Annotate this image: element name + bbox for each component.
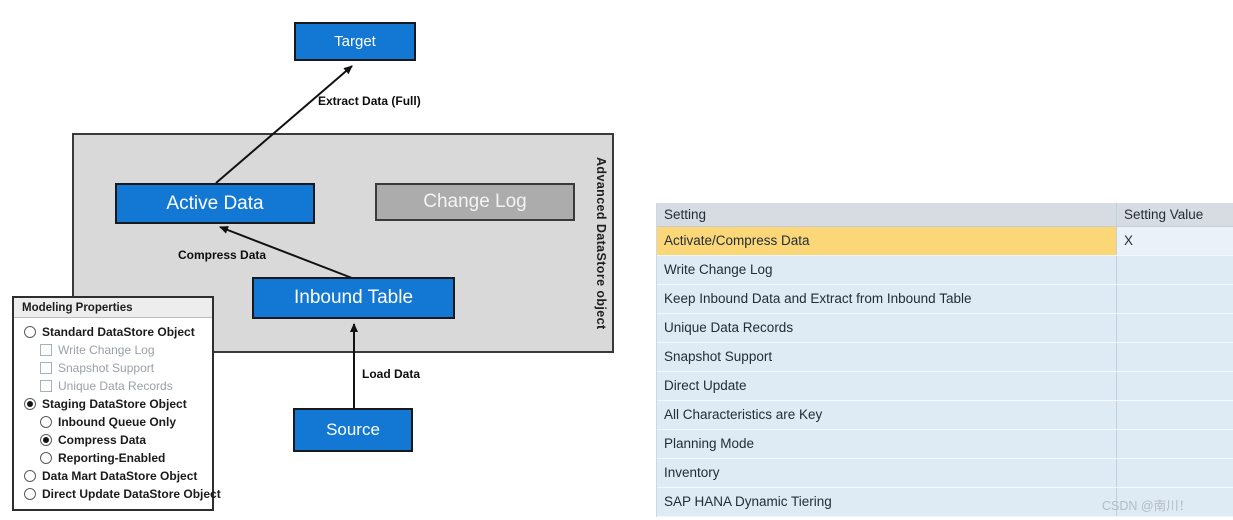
option-label: Snapshot Support — [58, 361, 155, 375]
table-row[interactable]: All Characteristics are Key — [657, 401, 1233, 430]
setting-value-cell[interactable] — [1116, 285, 1233, 313]
setting-cell[interactable]: Direct Update — [664, 378, 747, 393]
radio-unchecked[interactable] — [24, 488, 36, 500]
edge-label-load-data: Load Data — [362, 367, 421, 381]
table-row[interactable]: Direct Update — [657, 372, 1233, 401]
setting-cell[interactable]: Unique Data Records — [664, 320, 794, 335]
node-change-log: Change Log — [375, 183, 575, 221]
setting-value-cell[interactable]: X — [1116, 227, 1233, 255]
modeling-property-option[interactable]: Direct Update DataStore Object — [20, 485, 221, 503]
option-label: Standard DataStore Object — [42, 325, 195, 339]
radio-checked[interactable] — [40, 434, 52, 446]
setting-value-cell[interactable] — [1116, 401, 1233, 429]
checkbox-unchecked[interactable] — [40, 344, 52, 356]
table-row[interactable]: Keep Inbound Data and Extract from Inbou… — [657, 285, 1233, 314]
radio-unchecked[interactable] — [24, 326, 36, 338]
modeling-property-option[interactable]: Data Mart DataStore Object — [20, 467, 208, 485]
setting-cell[interactable]: Snapshot Support — [664, 349, 773, 364]
setting-cell[interactable]: Inventory — [664, 465, 720, 480]
node-inbound-table: Inbound Table — [252, 277, 455, 319]
option-label: Write Change Log — [58, 343, 155, 357]
modeling-property-option[interactable]: Compress Data — [20, 431, 208, 449]
node-source: Source — [293, 408, 413, 452]
table-row[interactable]: Unique Data Records — [657, 314, 1233, 343]
option-label: Reporting-Enabled — [58, 451, 166, 465]
setting-value-cell[interactable] — [1116, 343, 1233, 371]
setting-value-cell[interactable] — [1116, 430, 1233, 458]
setting-value-cell[interactable] — [1116, 314, 1233, 342]
panel-title: Modeling Properties — [14, 298, 212, 318]
option-label: Data Mart DataStore Object — [42, 469, 198, 483]
column-header-setting[interactable]: Setting — [664, 207, 707, 222]
table-row[interactable]: Inventory — [657, 459, 1233, 488]
setting-cell[interactable]: All Characteristics are Key — [664, 407, 823, 422]
setting-cell[interactable]: Activate/Compress Data — [657, 227, 1116, 255]
setting-cell[interactable]: Planning Mode — [664, 436, 755, 451]
modeling-property-option[interactable]: Reporting-Enabled — [20, 449, 208, 467]
panel-options-list: Standard DataStore Object Write Change L… — [14, 318, 221, 509]
setting-value-cell[interactable] — [1116, 256, 1233, 284]
modeling-property-option[interactable]: Snapshot Support — [20, 359, 208, 377]
modeling-property-option[interactable]: Unique Data Records — [20, 377, 208, 395]
table-header-row: Setting Setting Value — [657, 203, 1233, 227]
radio-unchecked[interactable] — [40, 416, 52, 428]
node-target: Target — [294, 22, 416, 61]
modeling-property-option[interactable]: Write Change Log — [20, 341, 208, 359]
setting-cell[interactable]: Keep Inbound Data and Extract from Inbou… — [664, 291, 972, 306]
column-header-setting-value[interactable]: Setting Value — [1116, 203, 1233, 226]
table-row[interactable]: Activate/Compress Data X — [657, 227, 1233, 256]
setting-cell[interactable]: Write Change Log — [664, 262, 773, 277]
option-label: Inbound Queue Only — [58, 415, 176, 429]
adso-container-label: Advanced DataStore object — [594, 156, 608, 330]
setting-value-cell[interactable] — [1116, 372, 1233, 400]
table-row[interactable]: Snapshot Support — [657, 343, 1233, 372]
modeling-property-option[interactable]: Inbound Queue Only — [20, 413, 208, 431]
setting-value-cell[interactable] — [1116, 459, 1233, 487]
option-label: Staging DataStore Object — [42, 397, 187, 411]
option-label: Direct Update DataStore Object — [42, 487, 221, 501]
checkbox-unchecked[interactable] — [40, 362, 52, 374]
radio-unchecked[interactable] — [40, 452, 52, 464]
edge-label-extract-data: Extract Data (Full) — [318, 94, 421, 108]
settings-table: Setting Setting Value Activate/Compress … — [656, 203, 1233, 517]
radio-checked[interactable] — [24, 398, 36, 410]
table-body: Activate/Compress Data X Write Change Lo… — [657, 227, 1233, 517]
modeling-property-option[interactable]: Standard DataStore Object — [20, 323, 208, 341]
watermark-text: CSDN @南川！ — [1102, 499, 1192, 513]
table-row[interactable]: SAP HANA Dynamic Tiering — [657, 488, 1233, 517]
option-label: Compress Data — [58, 433, 147, 447]
edge-label-compress-data: Compress Data — [178, 248, 267, 262]
setting-cell[interactable]: SAP HANA Dynamic Tiering — [664, 494, 832, 509]
modeling-properties-panel: Modeling Properties Standard DataStore O… — [12, 296, 221, 511]
table-row[interactable]: Planning Mode — [657, 430, 1233, 459]
table-row[interactable]: Write Change Log — [657, 256, 1233, 285]
node-active-data: Active Data — [115, 183, 315, 224]
radio-unchecked[interactable] — [24, 470, 36, 482]
modeling-property-option[interactable]: Staging DataStore Object — [20, 395, 208, 413]
setting-value-cell[interactable] — [1116, 488, 1233, 516]
checkbox-unchecked[interactable] — [40, 380, 52, 392]
option-label: Unique Data Records — [58, 379, 173, 393]
